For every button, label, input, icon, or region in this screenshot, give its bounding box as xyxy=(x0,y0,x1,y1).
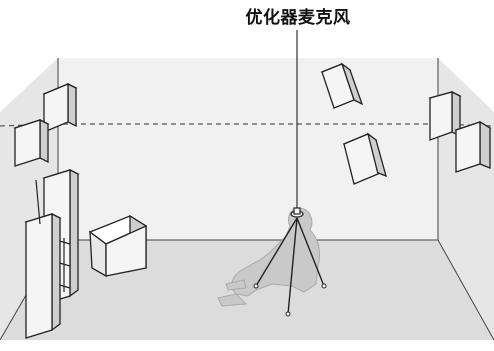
tripod-stand xyxy=(255,217,325,315)
speaker-right-top xyxy=(428,90,462,141)
listener-silhouette xyxy=(217,207,321,307)
speaker-back-mid-tilted xyxy=(342,132,387,185)
floor-speaker-tall-front xyxy=(24,212,62,339)
speaker-back-high-tilted xyxy=(320,62,364,109)
speaker-left-middle xyxy=(13,118,50,167)
microphone-label: 优化器麦克风 xyxy=(245,8,351,28)
speaker-center-floor xyxy=(88,214,148,278)
microphone-icon xyxy=(290,207,304,218)
back-wall xyxy=(58,58,438,240)
speaker-left-top xyxy=(42,82,78,133)
speaker-right-middle xyxy=(454,120,492,173)
speaker-stand-rod xyxy=(35,179,41,225)
tripod-feet xyxy=(253,283,327,317)
